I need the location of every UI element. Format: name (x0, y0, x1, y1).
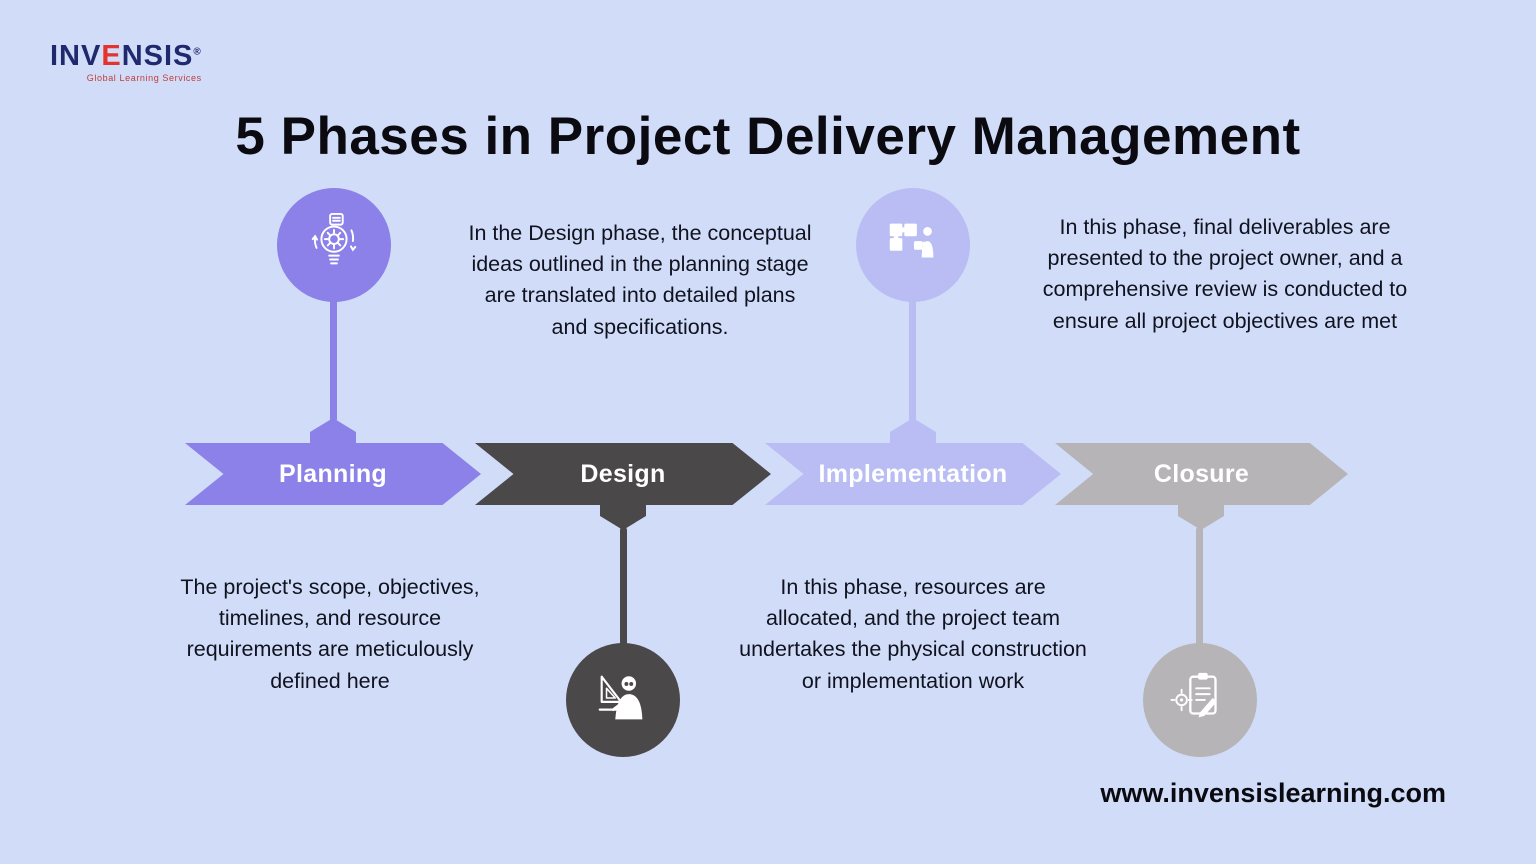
implementation-connector-line (909, 296, 916, 422)
logo-tagline: Global Learning Services (86, 73, 202, 83)
puzzle-person-icon (882, 212, 944, 279)
phase-label-design: Design (580, 459, 666, 488)
closure-description: In this phase, final deliverables are pr… (1042, 215, 1408, 333)
phase-arrow-closure: Closure (1055, 443, 1348, 505)
idea-gear-icon (303, 212, 365, 279)
phase-label-implementation: Implementation (818, 459, 1008, 488)
page-title: 5 Phases in Project Delivery Management (235, 107, 1301, 166)
phase-label-closure: Closure (1153, 459, 1250, 488)
implementation-description: In this phase, resources are allocated, … (739, 575, 1087, 693)
implementation-icon-circle (856, 188, 970, 302)
design-description: In the Design phase, the conceptual idea… (468, 221, 812, 339)
planning-description: The project's scope, objectives, timelin… (180, 575, 480, 693)
logo-prefix: Inv (50, 40, 102, 72)
registered-mark: ® (193, 46, 202, 58)
logo-wordmark: Invensis® (50, 42, 202, 71)
planning-connector-line (330, 296, 337, 422)
phase-arrow-planning: Planning (185, 443, 481, 505)
phase-arrow-implementation: Implementation (765, 443, 1061, 505)
logo-accent-letter: e (101, 40, 122, 72)
clipboard-pencil-icon (1169, 667, 1231, 734)
logo-suffix: nsis (121, 40, 194, 72)
closure-icon-circle (1143, 643, 1257, 757)
invensis-logo: Invensis® Global Learning Services (50, 42, 202, 84)
phase-arrow-design: Design (475, 443, 771, 505)
designer-icon-circle (566, 643, 680, 757)
website-url: www.invensislearning.com (1100, 778, 1446, 808)
planning-arrow-pointer (310, 418, 356, 445)
design-connector-line (620, 527, 627, 649)
planning-icon-circle (277, 188, 391, 302)
implementation-arrow-pointer (890, 418, 936, 445)
closure-connector-line (1196, 527, 1203, 651)
design-arrow-pointer (600, 503, 646, 530)
phase-label-planning: Planning (279, 459, 387, 488)
closure-arrow-pointer (1178, 503, 1224, 530)
designer-icon (592, 667, 654, 734)
